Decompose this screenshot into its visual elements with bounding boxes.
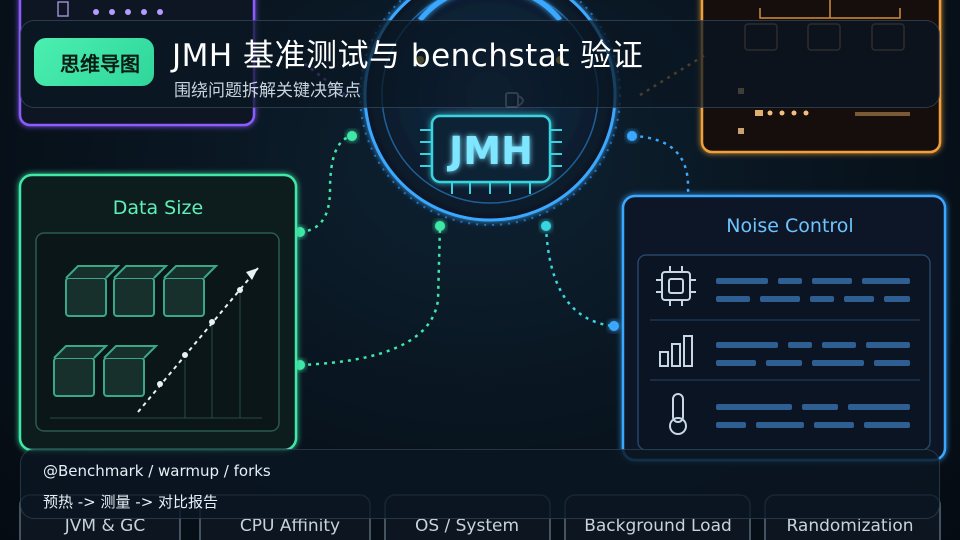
header-card xyxy=(20,20,940,108)
page-subtitle: 围绕问题拆解关键决策点 xyxy=(174,81,361,101)
tab-jvm-gc: JVM & GC xyxy=(64,516,145,536)
tab-randomization: Randomization xyxy=(786,516,913,536)
tab-cpu-affinity: CPU Affinity xyxy=(240,516,340,536)
data-size-panel: Data Size xyxy=(18,173,298,452)
cube-icon xyxy=(53,265,219,397)
noise-control-panel: Noise Control xyxy=(621,194,947,462)
bar-chart-icon xyxy=(659,335,693,367)
chip-icon xyxy=(656,266,696,306)
tab-background-load: Background Load xyxy=(584,516,732,536)
thermometer-icon xyxy=(669,393,687,435)
page-title: JMH 基准测试与 benchstat 验证 xyxy=(172,38,644,74)
noise-control-title: Noise Control xyxy=(726,215,853,237)
footer-annotations: @Benchmark / warmup / forks xyxy=(43,462,271,480)
data-size-title: Data Size xyxy=(113,197,203,219)
hub-label: JMH xyxy=(446,129,533,173)
mind-map-badge: 思维导图 xyxy=(34,38,154,86)
footer-process: 预热 -> 测量 -> 对比报告 xyxy=(43,493,219,511)
tab-os-system: OS / System xyxy=(415,516,519,536)
footer-card xyxy=(20,449,940,519)
